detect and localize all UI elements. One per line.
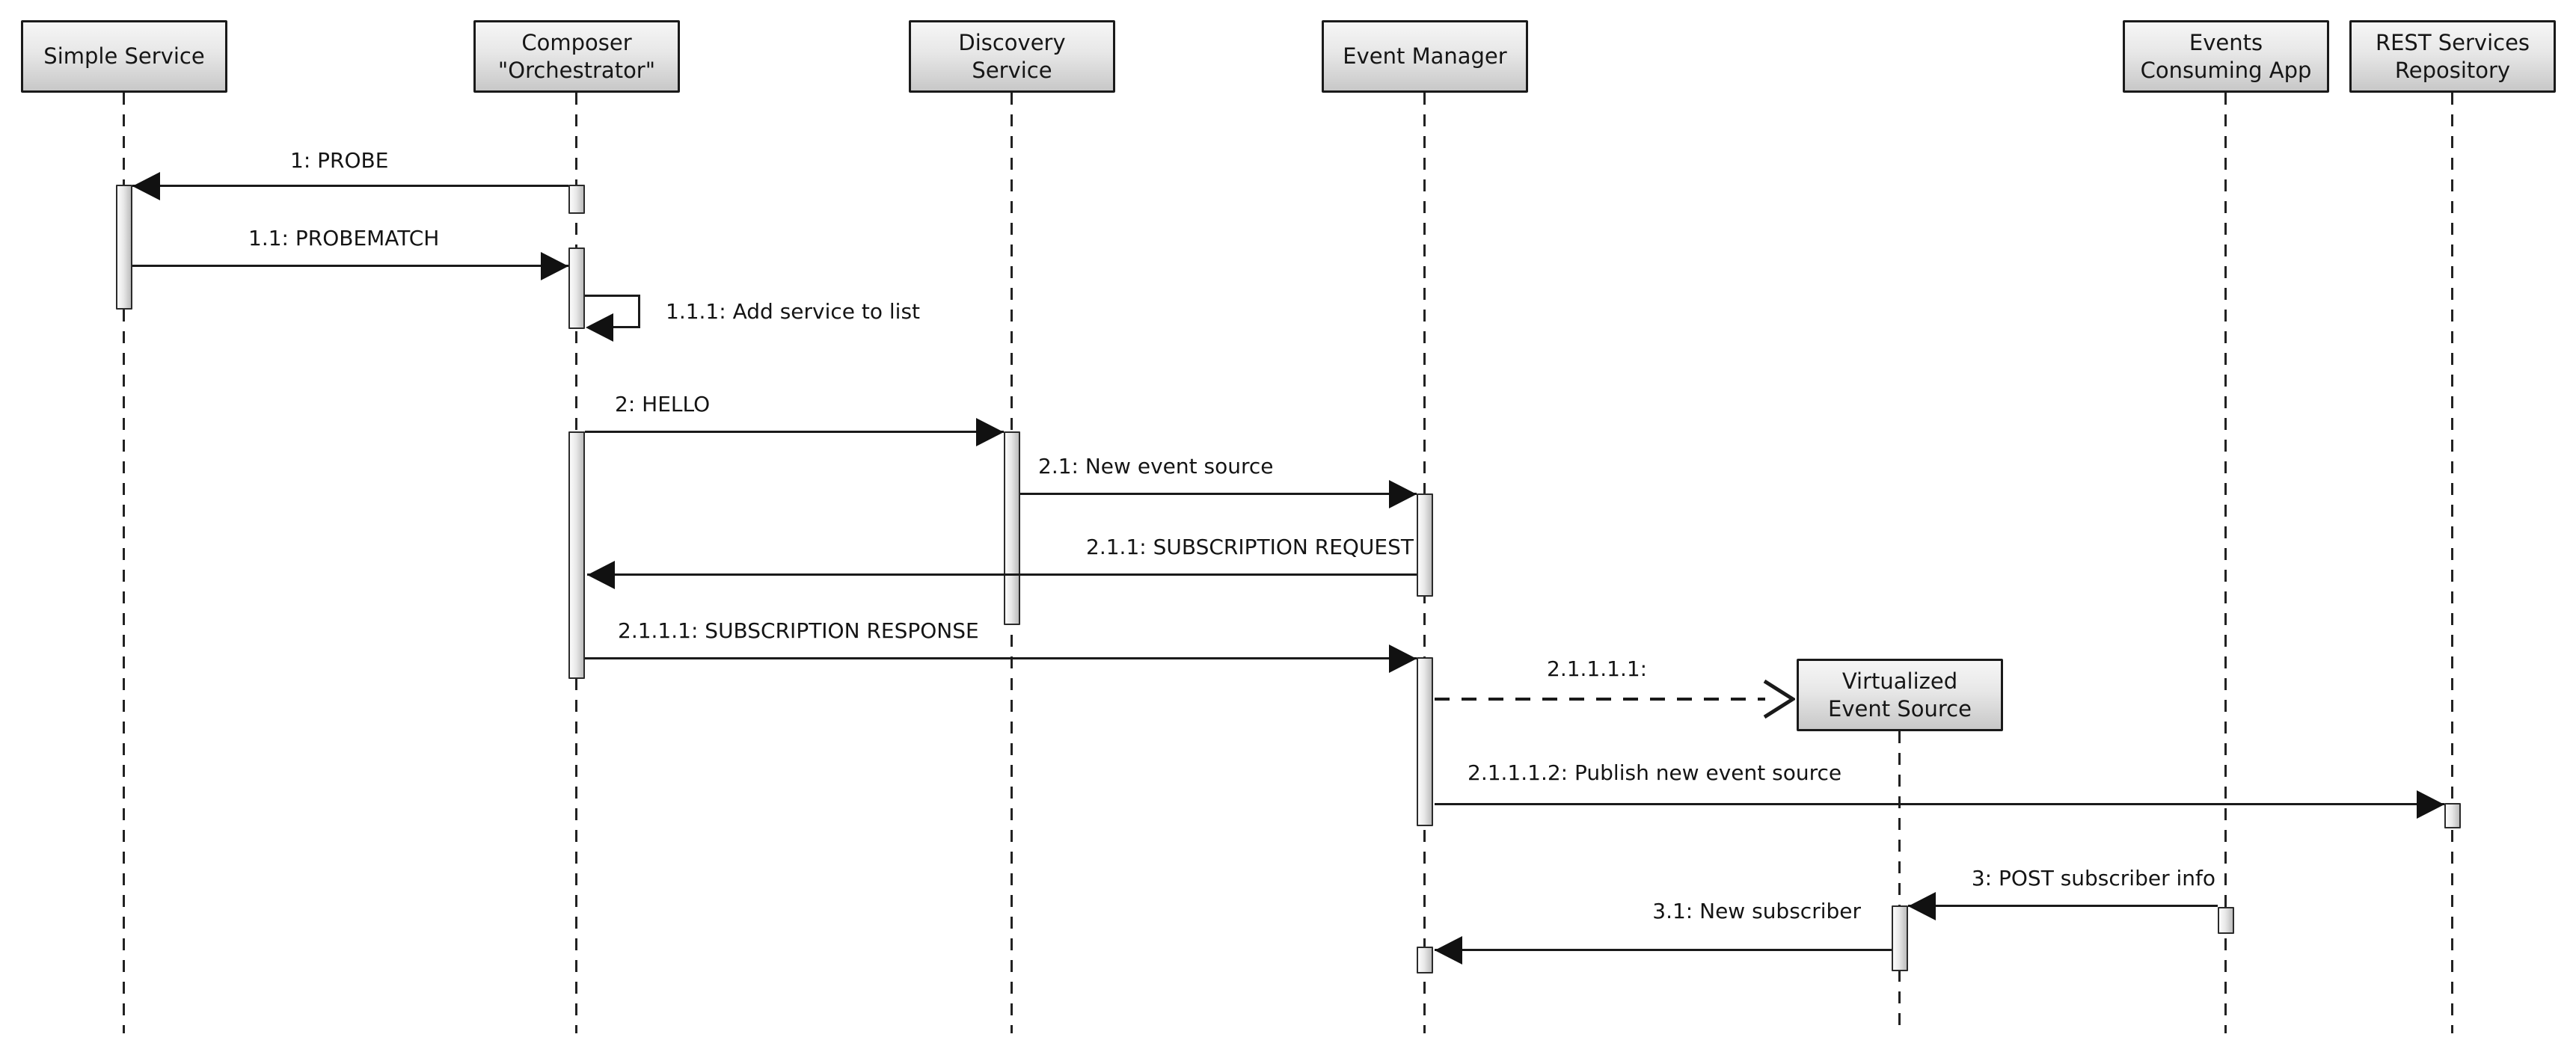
- message-line-2: [132, 265, 568, 267]
- message-arrowhead-2: [541, 252, 568, 280]
- lifeline-simple-service: [123, 93, 125, 1033]
- participant-box-composer-orchestrator: Composer "Orchestrator": [473, 20, 680, 93]
- message-arrowhead-1: [132, 172, 160, 200]
- message-label-1: 1: PROBE: [290, 148, 389, 173]
- message-line-11: [1435, 949, 1892, 951]
- activation-composer-1: [568, 185, 585, 214]
- activation-discovery-service: [1004, 431, 1020, 625]
- message-arrowhead-9: [2417, 790, 2444, 819]
- participant-box-rest-services-repository: REST Services Repository: [2349, 20, 2556, 93]
- activation-rest-services-repository: [2444, 803, 2461, 828]
- activation-event-manager-2: [1417, 657, 1433, 826]
- participant-box-virtualized-event-source: Virtualized Event Source: [1797, 659, 2003, 731]
- message-label-4: 2: HELLO: [615, 392, 711, 416]
- message-line-10: [1908, 905, 2218, 907]
- message-line-9: [1435, 803, 2444, 805]
- message-label-2: 1.1: PROBEMATCH: [248, 226, 440, 250]
- message-arrowhead-5: [1389, 480, 1417, 508]
- message-open-arrowhead-8: [1763, 679, 1795, 719]
- participant-label: Composer "Orchestrator": [497, 29, 656, 83]
- participant-label: Discovery Service: [958, 29, 1066, 83]
- activation-composer-3: [568, 431, 585, 679]
- activation-composer-2: [568, 247, 585, 329]
- activation-events-consuming-app: [2218, 907, 2234, 934]
- message-arrowhead-11: [1435, 936, 1462, 965]
- message-line-1: [132, 185, 568, 187]
- activation-simple-service: [116, 185, 132, 310]
- participant-label: REST Services Repository: [2375, 29, 2530, 83]
- activation-event-manager-1: [1417, 493, 1433, 597]
- message-label-11: 3.1: New subscriber: [1652, 899, 1861, 923]
- message-label-5: 2.1: New event source: [1038, 454, 1274, 479]
- message-arrowhead-3: [586, 313, 613, 342]
- message-line-6: [587, 573, 1417, 576]
- lifeline-events-consuming-app: [2224, 93, 2227, 1033]
- message-line-3-bottom: [595, 326, 640, 328]
- message-label-7: 2.1.1.1: SUBSCRIPTION RESPONSE: [618, 618, 979, 643]
- lifeline-rest-services-repository: [2451, 93, 2453, 1033]
- message-line-4: [585, 431, 1004, 433]
- participant-label: Event Manager: [1343, 43, 1507, 69]
- participant-box-discovery-service: Discovery Service: [909, 20, 1115, 93]
- participant-label: Virtualized Event Source: [1828, 668, 1972, 722]
- participant-box-simple-service: Simple Service: [21, 20, 227, 93]
- message-arrowhead-4: [976, 418, 1004, 446]
- message-label-6: 2.1.1: SUBSCRIPTION REQUEST: [1086, 535, 1414, 559]
- message-arrowhead-6: [587, 561, 615, 589]
- participant-label: Events Consuming App: [2140, 29, 2312, 83]
- message-line-3-right: [638, 295, 640, 328]
- activation-virtualized-event-source: [1892, 905, 1908, 971]
- lifeline-virtualized-event-source: [1898, 731, 1901, 1033]
- message-line-7: [585, 657, 1417, 659]
- activation-event-manager-3: [1417, 947, 1433, 973]
- message-arrowhead-10: [1908, 892, 1936, 920]
- participant-label: Simple Service: [43, 43, 205, 69]
- message-line-8: [1435, 698, 1765, 701]
- message-line-5: [1020, 493, 1417, 495]
- message-label-10: 3: POST subscriber info: [1971, 866, 2215, 890]
- participant-box-event-manager: Event Manager: [1322, 20, 1528, 93]
- message-arrowhead-7: [1389, 645, 1417, 673]
- message-label-9: 2.1.1.1.2: Publish new event source: [1468, 760, 1842, 785]
- message-line-3-top: [585, 295, 640, 297]
- participant-box-events-consuming-app: Events Consuming App: [2123, 20, 2329, 93]
- message-label-3: 1.1.1: Add service to list: [666, 299, 921, 324]
- message-label-8: 2.1.1.1.1:: [1547, 656, 1648, 681]
